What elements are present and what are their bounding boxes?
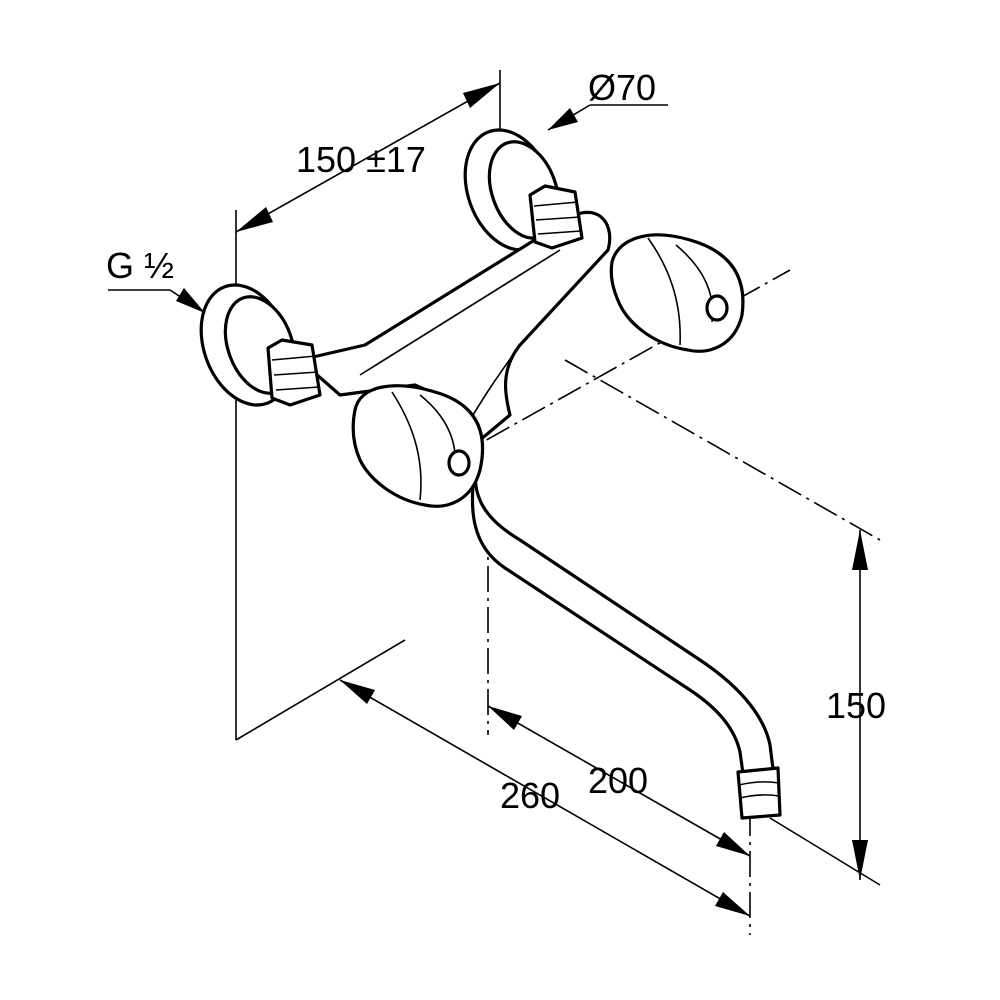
left-handle [351,384,485,508]
dimension-flange-diameter [547,104,668,131]
aerator [736,766,782,820]
dimension-spout-reach-wall [339,679,751,917]
spout [470,450,782,820]
dimension-labels: G ½ Ø70 150 ±17 150 200 260 [106,67,886,816]
dimension-spout-height [769,530,881,886]
dimension-thread [108,288,206,314]
right-nut [528,184,584,250]
left-nut [266,338,322,407]
axis-lines [414,269,881,935]
label-spout-reach-axis: 200 [588,760,648,801]
right-handle [609,233,745,353]
label-thread: G ½ [106,245,174,286]
dimension-spout-reach-axis [487,705,751,857]
label-spout-height: 150 [826,685,886,726]
left-wall-flange [199,283,297,407]
dimension-inlet-spacing [235,82,501,233]
label-flange-diameter: Ø70 [588,67,656,108]
label-inlet-spacing: 150 ±17 [296,139,426,180]
label-spout-reach-wall: 260 [500,775,560,816]
